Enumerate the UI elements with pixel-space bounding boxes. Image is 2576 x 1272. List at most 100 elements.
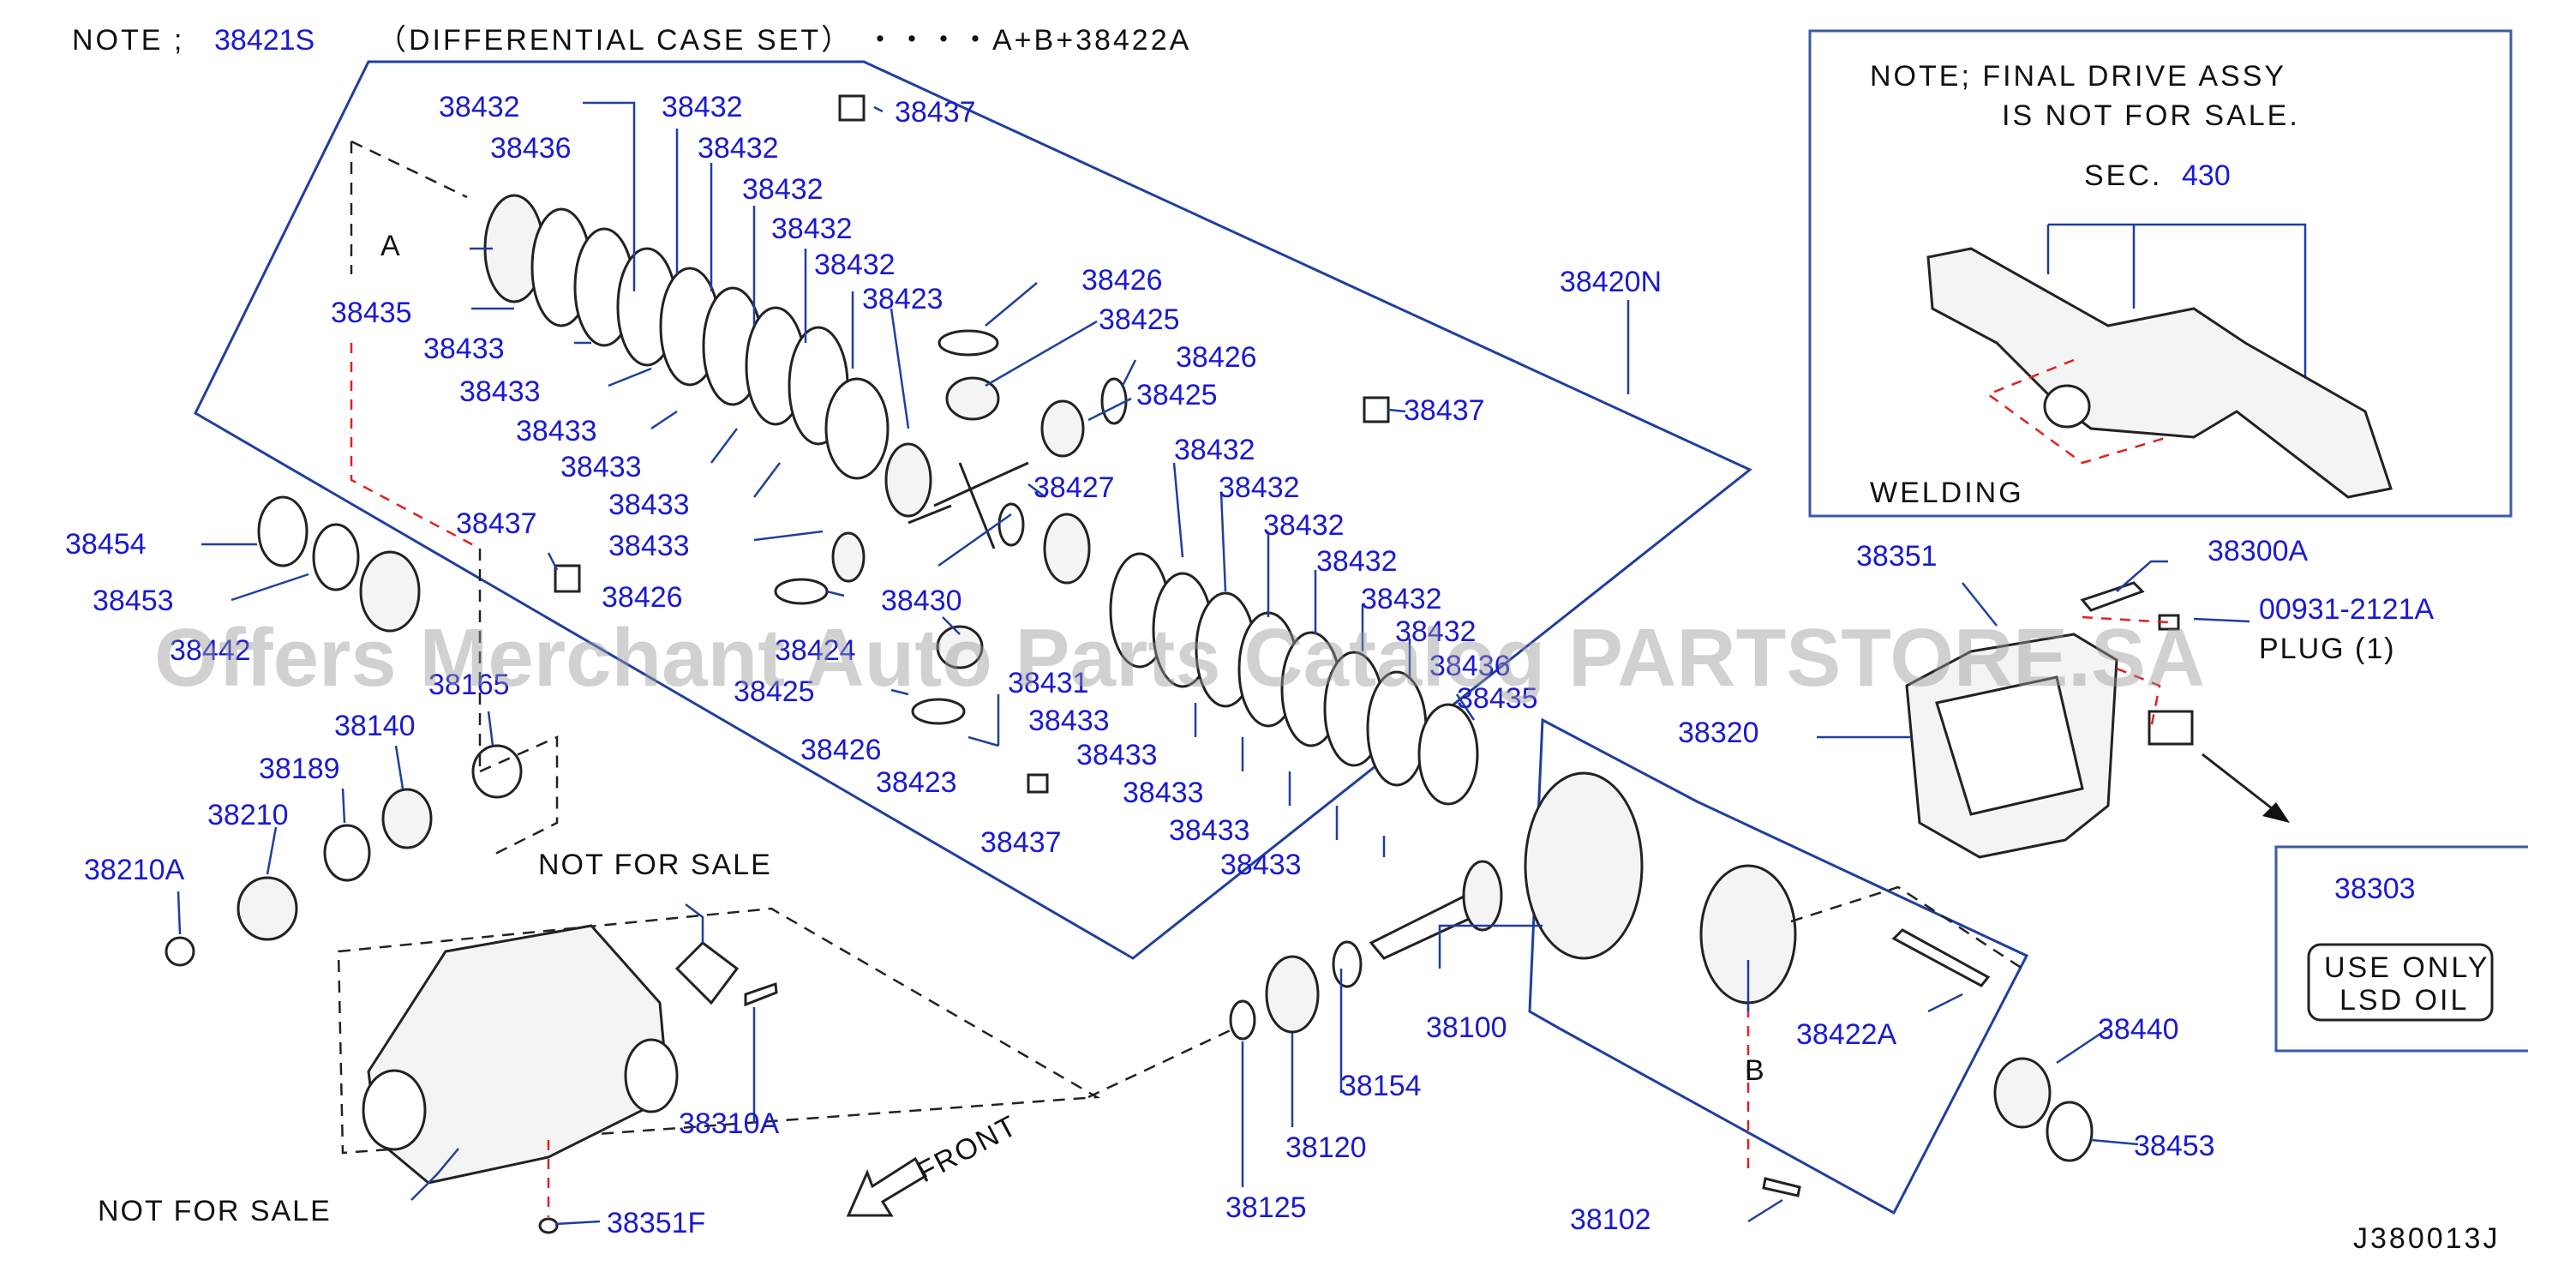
spacer[interactable] bbox=[323, 824, 371, 882]
pinion-mate-gear[interactable] bbox=[831, 531, 866, 583]
clip[interactable] bbox=[1363, 396, 1390, 423]
thrust-washer[interactable] bbox=[911, 698, 966, 725]
part-label[interactable]: 38433 bbox=[423, 333, 505, 365]
part-label[interactable]: 38432 bbox=[1316, 545, 1398, 578]
part-label[interactable]: 38433 bbox=[459, 375, 541, 408]
part-label[interactable]: 38426 bbox=[800, 734, 882, 766]
ring-gear-bolt[interactable] bbox=[1891, 928, 1991, 987]
part-label[interactable]: 38432 bbox=[439, 91, 520, 123]
clip[interactable] bbox=[1027, 773, 1049, 794]
part-label[interactable]: 38454 bbox=[65, 528, 147, 561]
part-label[interactable]: 38351F bbox=[607, 1207, 705, 1239]
side-gear[interactable] bbox=[884, 442, 932, 518]
oil-seal[interactable] bbox=[257, 495, 309, 567]
part-label[interactable]: 38189 bbox=[259, 753, 340, 785]
pinion-mate-gear[interactable] bbox=[1040, 399, 1085, 458]
part-label[interactable]: 38422A bbox=[1796, 1018, 1897, 1051]
part-label[interactable]: 38432 bbox=[814, 249, 896, 281]
bearing-cap[interactable] bbox=[674, 941, 740, 1005]
cover-bolt[interactable] bbox=[2080, 581, 2145, 612]
part-label[interactable]: 38435 bbox=[1457, 682, 1538, 715]
pinion-rear-bearing[interactable] bbox=[1265, 955, 1320, 1034]
clutch-ring[interactable] bbox=[1417, 703, 1479, 806]
part-label[interactable]: 38210A bbox=[84, 854, 185, 886]
carrier-housing-port[interactable] bbox=[362, 1069, 427, 1151]
part-label[interactable]: 38430 bbox=[881, 585, 962, 617]
part-label[interactable]: 38424 bbox=[775, 634, 856, 667]
part-label[interactable]: 38120 bbox=[1285, 1131, 1367, 1164]
pinion-bearing[interactable] bbox=[381, 788, 433, 849]
part-label[interactable]: 38433 bbox=[608, 489, 690, 521]
part-label[interactable]: 38426 bbox=[602, 581, 683, 614]
part-label[interactable]: 38154 bbox=[1340, 1070, 1422, 1102]
part-label[interactable]: 38432 bbox=[1263, 509, 1345, 542]
thrust-washer[interactable] bbox=[774, 578, 829, 605]
part-label[interactable]: 38300A bbox=[2208, 535, 2309, 567]
note-part-number[interactable]: 38421S bbox=[214, 24, 315, 57]
carrier-housing-body[interactable] bbox=[367, 924, 670, 1185]
part-label[interactable]: 38125 bbox=[1225, 1191, 1307, 1224]
part-label[interactable]: 38425 bbox=[1099, 303, 1180, 336]
part-label[interactable]: 38437 bbox=[1404, 394, 1485, 427]
lsd-part-number[interactable]: 38303 bbox=[2334, 873, 2416, 905]
part-label[interactable]: 38426 bbox=[1176, 341, 1257, 374]
part-label[interactable]: 38453 bbox=[93, 585, 174, 617]
part-label[interactable]: 38453 bbox=[2134, 1130, 2215, 1162]
thrust-washer[interactable] bbox=[938, 329, 999, 357]
rear-cover-gasket[interactable] bbox=[1935, 675, 2084, 816]
part-label[interactable]: 38442 bbox=[170, 634, 251, 667]
bearing-cap-bolt[interactable] bbox=[744, 981, 778, 1007]
pinion-nut[interactable] bbox=[165, 936, 195, 967]
pinion-bearing[interactable] bbox=[359, 550, 421, 633]
drive-pinion-gear[interactable] bbox=[1462, 860, 1503, 932]
section-number-link[interactable]: 430 bbox=[2182, 159, 2231, 192]
part-label[interactable]: 38426 bbox=[1081, 264, 1163, 297]
part-label[interactable]: 38140 bbox=[334, 710, 416, 742]
clip[interactable] bbox=[554, 564, 581, 593]
axle-housing[interactable] bbox=[1926, 247, 2393, 499]
part-label[interactable]: 38435 bbox=[331, 297, 412, 329]
axle-housing-port[interactable] bbox=[2043, 384, 2091, 429]
part-label[interactable]: 38433 bbox=[560, 451, 642, 483]
part-label[interactable]: 38310A bbox=[679, 1107, 780, 1140]
housing-plug[interactable] bbox=[538, 1217, 559, 1234]
part-label[interactable]: 38437 bbox=[895, 96, 976, 129]
part-label[interactable]: 38423 bbox=[876, 766, 957, 799]
drain-plug-tag[interactable] bbox=[2148, 710, 2194, 746]
side-gear[interactable] bbox=[1043, 513, 1091, 585]
side-bearing-seal[interactable] bbox=[2046, 1101, 2094, 1162]
part-label[interactable]: 38436 bbox=[490, 132, 572, 165]
part-label[interactable]: 38433 bbox=[1028, 705, 1110, 737]
part-label[interactable]: 38425 bbox=[1136, 379, 1218, 411]
part-label[interactable]: 38165 bbox=[428, 669, 510, 701]
part-label[interactable]: 38432 bbox=[1395, 615, 1477, 648]
part-label[interactable]: 38433 bbox=[516, 415, 597, 447]
part-label[interactable]: 38420N bbox=[1560, 266, 1662, 298]
case-bolt[interactable] bbox=[1762, 1177, 1801, 1197]
part-label[interactable]: 38436 bbox=[1429, 650, 1511, 682]
part-label[interactable]: 38440 bbox=[2098, 1013, 2179, 1046]
part-label[interactable]: 00931-2121A bbox=[2259, 593, 2435, 626]
part-label[interactable]: 38433 bbox=[1220, 849, 1302, 881]
cross-pin[interactable] bbox=[997, 502, 1025, 547]
pinion-spacer[interactable] bbox=[1332, 940, 1363, 988]
clip[interactable] bbox=[838, 94, 866, 122]
companion-flange[interactable] bbox=[237, 876, 298, 941]
ring-gear[interactable] bbox=[1524, 771, 1644, 960]
part-label[interactable]: 38432 bbox=[742, 173, 824, 206]
part-label[interactable]: 38425 bbox=[734, 675, 815, 708]
part-label[interactable]: 38432 bbox=[1219, 471, 1300, 504]
part-label[interactable]: 38102 bbox=[1570, 1203, 1651, 1236]
part-label[interactable]: 38100 bbox=[1426, 1011, 1507, 1044]
part-label[interactable]: 38433 bbox=[608, 530, 690, 562]
part-label[interactable]: 38431 bbox=[1008, 667, 1089, 699]
part-label[interactable]: 38432 bbox=[698, 132, 779, 165]
part-label[interactable]: 38433 bbox=[1076, 739, 1158, 771]
part-label[interactable]: 38432 bbox=[1174, 434, 1255, 466]
part-label[interactable]: 38432 bbox=[662, 91, 743, 123]
pinion-cross-shaft[interactable] bbox=[908, 461, 1029, 549]
pinion-mate-gear[interactable] bbox=[945, 376, 1000, 421]
clutch-ring[interactable] bbox=[824, 377, 890, 480]
carrier-housing-port[interactable] bbox=[624, 1038, 679, 1113]
part-label[interactable]: 38427 bbox=[1033, 471, 1115, 504]
